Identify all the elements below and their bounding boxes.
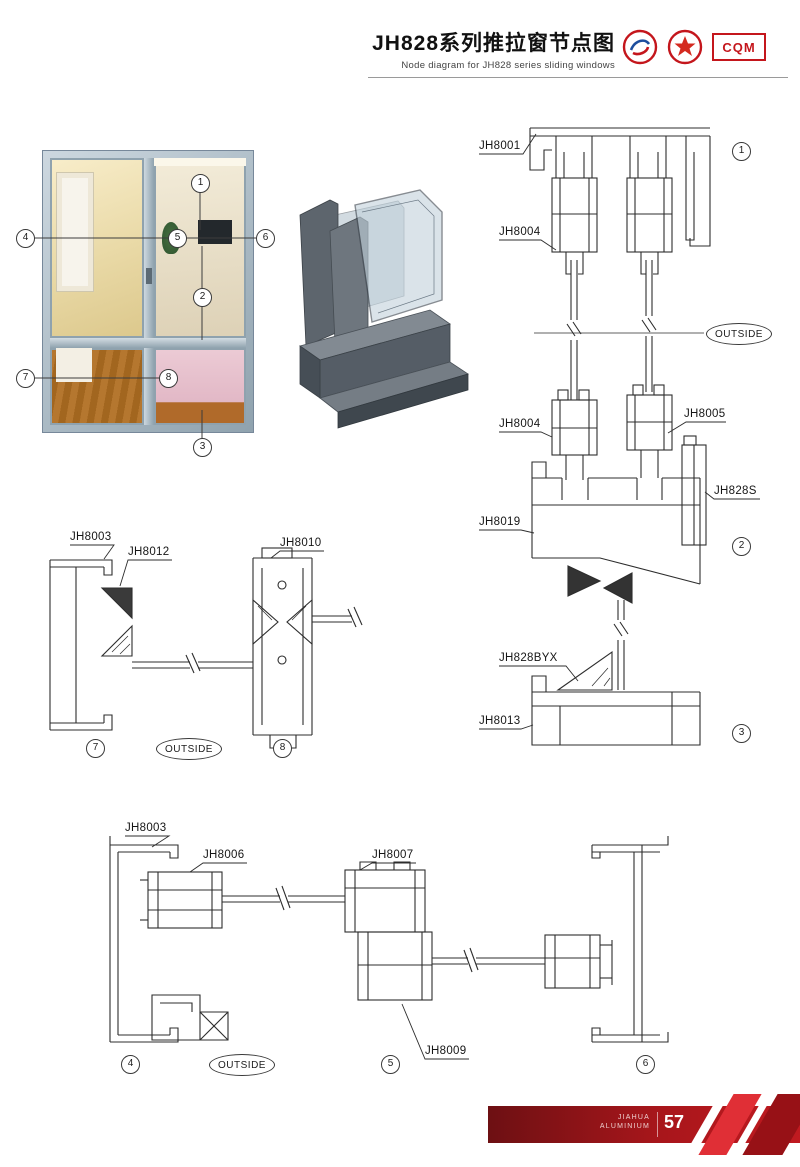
callout-5: 5 xyxy=(168,229,187,248)
label-jh828byx: JH828BYX xyxy=(499,652,558,664)
callout-7: 7 xyxy=(16,369,35,388)
callout-2: 2 xyxy=(193,288,212,307)
label-jh8012: JH8012 xyxy=(128,546,170,558)
label-jh8004-top: JH8004 xyxy=(499,226,541,238)
bottom-section-drawing xyxy=(109,835,669,1060)
label-jh828s: JH828S xyxy=(714,485,757,497)
page-subtitle: Node diagram for JH828 series sliding wi… xyxy=(401,60,615,71)
outside-label-right: OUTSIDE xyxy=(706,323,772,345)
page-title: JH828系列推拉窗节点图 xyxy=(372,32,615,55)
label-jh8007: JH8007 xyxy=(372,849,414,861)
callout-section-3: 3 xyxy=(732,724,751,743)
cqm-logo: CQM xyxy=(712,33,766,61)
callout-6: 6 xyxy=(256,229,275,248)
window-photo xyxy=(42,150,254,433)
footer-brand-line2: ALUMINIUM xyxy=(599,1123,650,1131)
page-number: 57 xyxy=(663,1112,684,1132)
callout-section-7: 7 xyxy=(86,739,105,758)
callout-3: 3 xyxy=(193,438,212,457)
footer-brand-line1: JIAHUA xyxy=(617,1114,650,1121)
page-header: JH828系列推拉窗节点图 Node diagram for JH828 ser… xyxy=(372,27,615,71)
label-jh8006: JH8006 xyxy=(203,849,245,861)
callout-8: 8 xyxy=(159,369,178,388)
footer-bar: JIAHUA ALUMINIUM 57 xyxy=(488,1094,800,1155)
cqm-logo-text: CQM xyxy=(722,39,756,55)
footer-divider xyxy=(657,1112,658,1137)
callout-section-5: 5 xyxy=(381,1055,400,1074)
label-jh8003-bottom: JH8003 xyxy=(125,822,167,834)
callout-4: 4 xyxy=(16,229,35,248)
tv-in-photo xyxy=(198,220,232,244)
callout-section-1: 1 xyxy=(732,142,751,161)
callout-1: 1 xyxy=(191,174,210,193)
footer-brand: JIAHUA ALUMINIUM xyxy=(600,1113,650,1132)
callout-section-6: 6 xyxy=(636,1055,655,1074)
outside-label-mid: OUTSIDE xyxy=(156,738,222,760)
window-handle xyxy=(146,268,152,284)
door-in-photo xyxy=(56,172,94,292)
callout-section-2: 2 xyxy=(732,537,751,556)
label-jh8001: JH8001 xyxy=(479,140,521,152)
ceiling-light xyxy=(154,158,246,166)
label-jh8019: JH8019 xyxy=(479,516,521,528)
vertical-mullion xyxy=(144,158,154,338)
label-jh8010: JH8010 xyxy=(280,537,322,549)
door-lower-part xyxy=(56,348,92,382)
label-jh8003-mid: JH8003 xyxy=(70,531,112,543)
callout-section-8: 8 xyxy=(273,739,292,758)
header-divider xyxy=(368,77,788,78)
label-jh8005: JH8005 xyxy=(684,408,726,420)
outside-label-bottom: OUTSIDE xyxy=(209,1054,275,1076)
glass-pane-top-left xyxy=(50,158,144,338)
profile-3d-render xyxy=(299,189,469,429)
label-jh8009: JH8009 xyxy=(425,1045,467,1057)
mid-section-drawing xyxy=(49,544,363,749)
label-jh8004-mid: JH8004 xyxy=(499,418,541,430)
callout-section-4: 4 xyxy=(121,1055,140,1074)
transom-bar xyxy=(50,338,246,348)
logo-row: CQM xyxy=(622,29,766,65)
certification-icon xyxy=(667,29,703,65)
glass-pane-bottom-left xyxy=(50,348,144,425)
jiahua-brand-icon xyxy=(622,29,658,65)
label-jh8013: JH8013 xyxy=(479,715,521,727)
vertical-mullion-lower xyxy=(144,348,154,425)
